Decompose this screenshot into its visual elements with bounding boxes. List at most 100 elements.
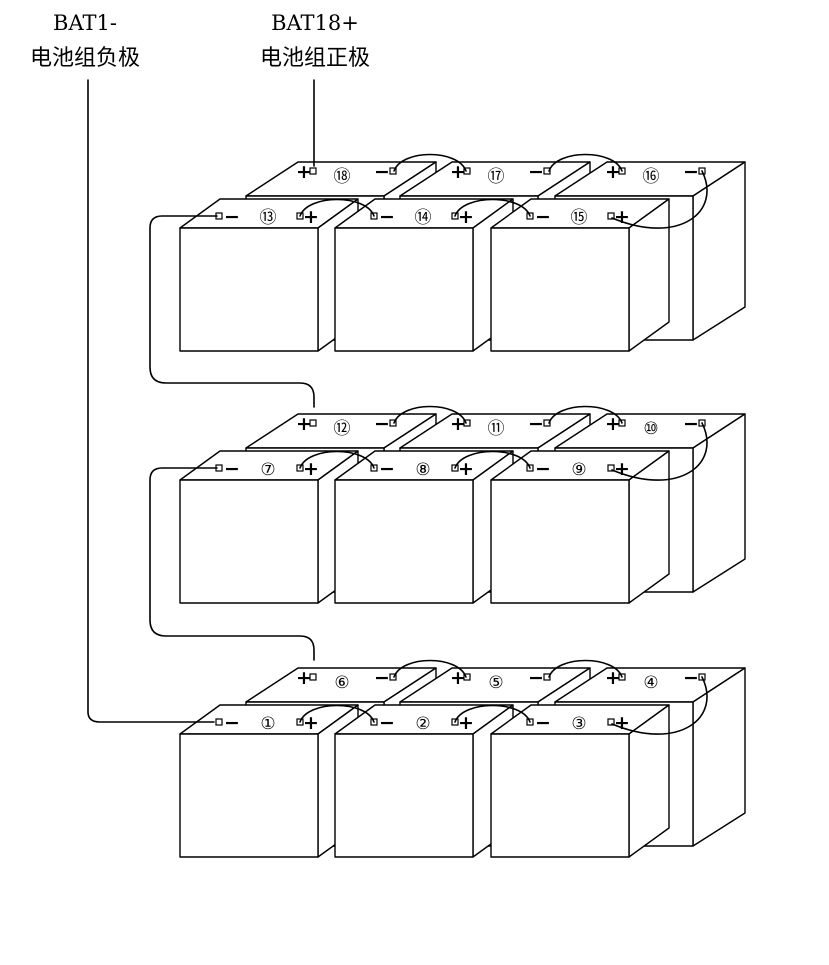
wire-front-arc-b — [454, 450, 531, 469]
front-front-face — [179, 733, 319, 858]
terminal-sign-left: − — [535, 206, 551, 228]
terminal-left — [309, 167, 317, 175]
terminal-sign-right: − — [683, 667, 699, 689]
front-front-face — [334, 227, 474, 352]
terminal-sign-left: + — [450, 161, 466, 183]
wire-front-arc-a — [299, 704, 375, 723]
battery-number: ⑪ — [488, 419, 505, 439]
battery-number: ⑬ — [260, 208, 277, 228]
terminal-left — [463, 673, 471, 681]
terminal-right — [389, 419, 397, 427]
battery-front-3-1: −①+ — [179, 704, 359, 858]
battery-number: ⑩ — [643, 419, 658, 439]
terminal-right — [607, 212, 615, 220]
battery-layer-3: +⑥−+⑤−+④−−①+−②+−③+ — [179, 667, 746, 858]
terminal-sign-right: − — [683, 161, 699, 183]
front-front-face — [334, 733, 474, 858]
terminal-sign-left: + — [605, 413, 621, 435]
wire-layer-link-2 — [149, 467, 315, 661]
battery-number: ⑯ — [643, 167, 660, 187]
battery-number: ⑧ — [415, 460, 430, 480]
terminal-sign-left: − — [224, 206, 240, 228]
terminal-sign-right: + — [303, 712, 319, 734]
terminal-sign-right: − — [528, 413, 544, 435]
battery-number: ⑨ — [571, 460, 586, 480]
pos-terminal-desc: 电池组正极 — [260, 46, 370, 71]
terminal-sign-left: − — [379, 206, 395, 228]
terminal-sign-left: − — [224, 458, 240, 480]
terminal-left — [463, 167, 471, 175]
terminal-right — [607, 464, 615, 472]
terminal-left — [309, 419, 317, 427]
battery-number: ② — [415, 714, 430, 734]
terminal-sign-left: − — [535, 712, 551, 734]
wire-back-arc-b — [548, 405, 623, 424]
terminal-sign-right: + — [458, 458, 474, 480]
battery-number: ⑮ — [571, 208, 588, 228]
wire-cross-link — [611, 422, 708, 481]
wire-front-arc-a — [299, 450, 375, 469]
wire-front-arc-b — [454, 704, 531, 723]
wire-front-arc-a — [299, 198, 375, 217]
wire-front-arc-b — [454, 198, 531, 217]
wire-back-arc-b — [548, 659, 623, 678]
terminal-left — [309, 673, 317, 681]
terminal-sign-left: − — [535, 458, 551, 480]
terminal-right — [389, 167, 397, 175]
battery-number: ⑦ — [260, 460, 275, 480]
battery-front-2-2: −⑧ + — [334, 450, 514, 604]
front-front-face — [179, 479, 319, 604]
terminal-sign-right: − — [683, 413, 699, 435]
terminal-sign-left: + — [450, 667, 466, 689]
front-front-face — [334, 479, 474, 604]
wire-layer-link-1 — [149, 215, 315, 408]
terminal-sign-right: − — [528, 667, 544, 689]
terminal-left — [215, 718, 223, 726]
terminal-sign-left: − — [379, 712, 395, 734]
terminal-right — [543, 419, 551, 427]
terminal-sign-left: + — [605, 161, 621, 183]
terminal-sign-right: + — [303, 458, 319, 480]
neg-terminal-desc: 电池组负极 — [30, 46, 140, 71]
terminal-sign-right: + — [614, 206, 630, 228]
terminal-sign-right: + — [458, 712, 474, 734]
terminal-sign-left: − — [224, 712, 240, 734]
wire-neg-lead — [87, 79, 215, 723]
battery-front-3-3: −③ + — [490, 704, 670, 858]
wire-back-arc-a — [393, 153, 467, 172]
terminal-sign-right: − — [528, 161, 544, 183]
terminal-sign-left: − — [379, 458, 395, 480]
battery-number: ④ — [643, 673, 658, 693]
terminal-sign-right: + — [303, 206, 319, 228]
terminal-sign-left: + — [605, 667, 621, 689]
front-front-face — [490, 733, 630, 858]
wire-back-arc-a — [393, 659, 467, 678]
wire-cross-link — [611, 676, 708, 735]
terminal-right — [389, 673, 397, 681]
wire-back-arc-b — [548, 153, 623, 172]
battery-layer-1: +⑱−+⑰−+⑯−−⑬+−⑭+−⑮+ — [179, 161, 746, 352]
battery-front-1-2: −⑭+ — [334, 198, 514, 352]
neg-terminal-name: BAT1- — [53, 11, 117, 35]
battery-front-2-1: −⑦ + — [179, 450, 359, 604]
battery-layer-2: +⑫−+⑪−+⑩−−⑦+−⑧+−⑨+ — [179, 413, 746, 604]
front-front-face — [179, 227, 319, 352]
terminal-right — [607, 718, 615, 726]
wire-back-arc-a — [393, 405, 467, 424]
terminal-sign-left: + — [450, 413, 466, 435]
terminal-sign-right: − — [374, 161, 390, 183]
front-front-face — [490, 227, 630, 352]
battery-number: ⑤ — [488, 673, 503, 693]
wire-cross-link — [611, 170, 708, 229]
terminal-sign-right: − — [374, 667, 390, 689]
battery-front-2-3: −⑨+ — [490, 450, 670, 604]
battery-number: ⑭ — [415, 208, 432, 228]
front-front-face — [490, 479, 630, 604]
terminal-sign-left: + — [296, 667, 312, 689]
battery-number: ③ — [571, 714, 586, 734]
terminal-sign-left: + — [296, 413, 312, 435]
terminal-right — [543, 673, 551, 681]
terminal-left — [463, 419, 471, 427]
terminal-sign-right: + — [614, 712, 630, 734]
